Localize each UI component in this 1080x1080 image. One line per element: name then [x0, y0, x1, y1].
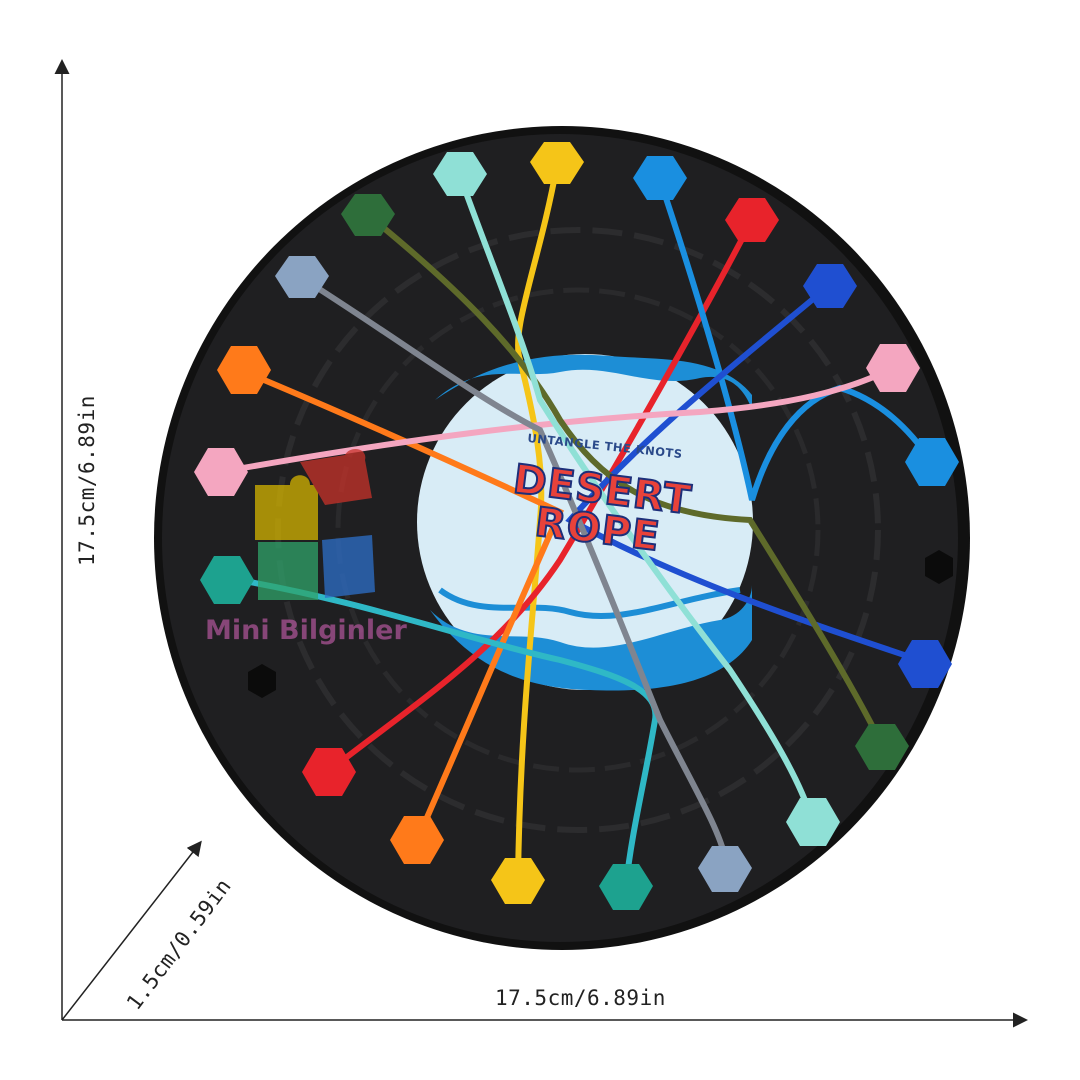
rope-sky-blue — [657, 179, 933, 501]
peg-green-right — [855, 724, 909, 770]
peg-greyblue-left — [275, 256, 329, 298]
peg-pink-left — [194, 448, 248, 496]
puzzle-piece-green — [258, 542, 318, 600]
puzzle-board — [154, 126, 970, 950]
watermark-logo — [255, 448, 375, 600]
peg-pink-right — [866, 344, 920, 392]
board-groove-inner — [335, 287, 821, 773]
puzzle-piece-red — [300, 448, 372, 505]
peg-blue-lower-right — [898, 640, 952, 688]
hole-left — [248, 664, 276, 698]
peg-mint-bottom-right — [786, 798, 840, 846]
wave-bottom-2 — [438, 587, 741, 620]
peg-red-bottom — [302, 748, 356, 796]
dimension-lines — [54, 59, 1028, 1028]
puzzle-piece-blue — [322, 535, 375, 598]
peg-yellow-top — [530, 142, 584, 184]
peg-greyblue-bottom — [698, 846, 752, 892]
peg-teal-bottom — [599, 864, 653, 910]
rope-mint — [457, 174, 815, 821]
peg-yellow-bottom — [491, 858, 545, 904]
wave-bottom — [430, 585, 752, 691]
peg-orange-left — [217, 346, 271, 394]
rope-red — [328, 218, 755, 773]
pegs — [194, 142, 959, 910]
ropes — [219, 164, 933, 886]
peg-orange-bottom — [390, 816, 444, 864]
peg-green-top — [341, 194, 395, 236]
hole-right — [925, 550, 953, 584]
rope-grey — [300, 275, 728, 859]
rope-olive — [366, 212, 885, 747]
rope-orange — [243, 369, 564, 840]
peg-teal-left — [200, 556, 254, 604]
peg-mint-top — [433, 152, 487, 196]
rope-teal — [226, 575, 659, 886]
depth-arrow — [61, 840, 202, 1021]
peg-red-top — [725, 198, 779, 242]
peg-skyblue-top — [633, 156, 687, 200]
rope-yellow — [515, 164, 560, 881]
puzzle-piece-yellow — [255, 475, 318, 540]
peg-skyblue-right — [905, 438, 959, 486]
height-dimension-label: 17.5cm/6.89in — [75, 395, 99, 566]
peg-blue-right — [803, 264, 857, 308]
watermark-text: Mini Bilginler — [205, 615, 407, 646]
width-dimension-label: 17.5cm/6.89in — [495, 986, 666, 1010]
